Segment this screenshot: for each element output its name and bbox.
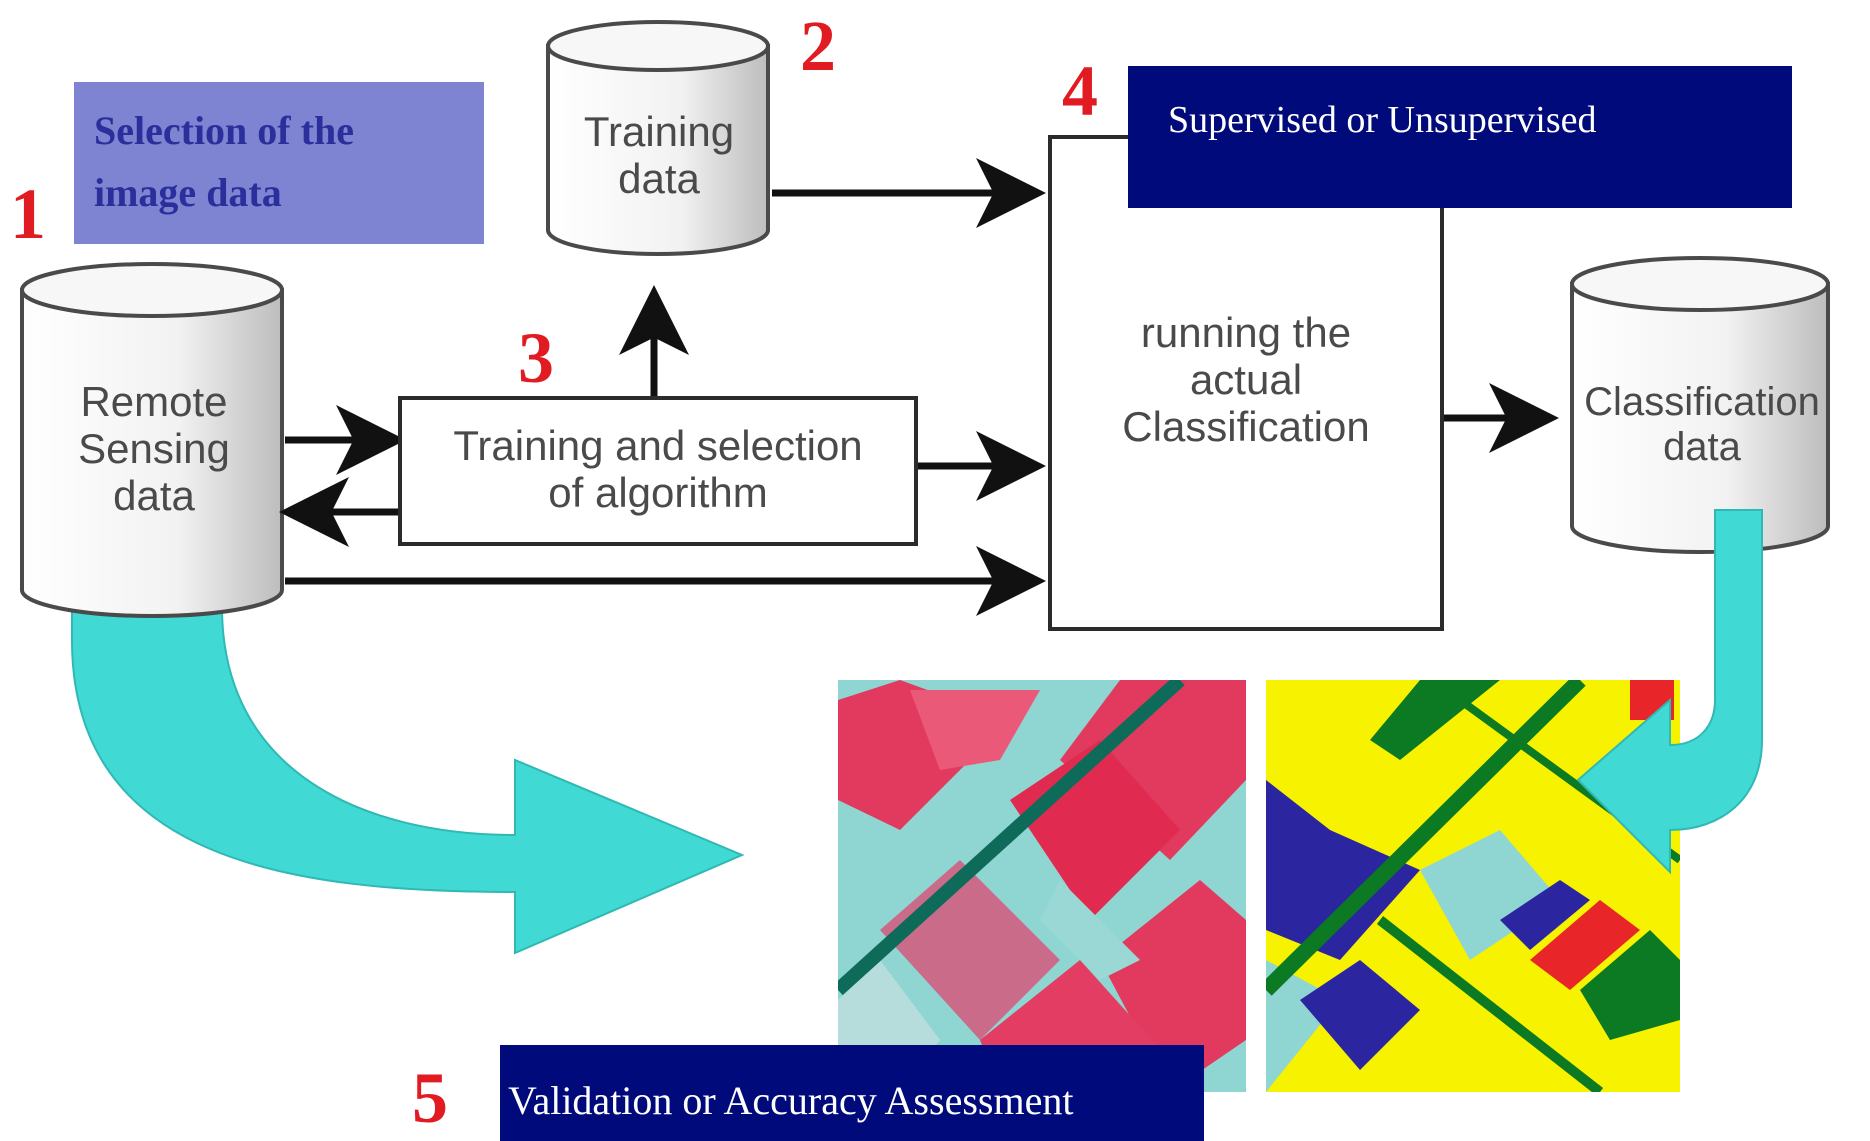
selection-box-line2: image data (94, 170, 282, 215)
validation-flow-arrow-right (1576, 509, 1763, 875)
training-data-label: Training data (556, 108, 762, 202)
classified-image (1266, 680, 1680, 1092)
supervised-banner: Supervised or Unsupervised (1128, 66, 1792, 208)
supervised-banner-text: Supervised or Unsupervised (1168, 99, 1597, 141)
false-color-image (838, 680, 1246, 1092)
classification-process-box: running the actual Classification (1048, 135, 1444, 631)
classification-process-line1: running the (1140, 309, 1352, 356)
remote-sensing-line1: Remote (80, 378, 228, 425)
step-number-4: 4 (1062, 51, 1098, 131)
training-selection-line1: Training and selection (453, 422, 863, 469)
training-selection-box: Training and selection of algorithm (398, 396, 918, 546)
training-data-line1: Training (583, 108, 735, 155)
validation-banner: Validation or Accuracy Assessment (500, 1045, 1204, 1141)
training-data-line2: data (618, 155, 700, 203)
step-number-5: 5 (412, 1058, 448, 1138)
classification-process-line2: actual (1189, 356, 1303, 404)
validation-flow-arrow-left (71, 606, 745, 955)
classification-process-label: running the actual Classification (1052, 309, 1440, 450)
step-number-1: 1 (10, 174, 46, 254)
remote-sensing-line3: data (113, 472, 195, 520)
classification-data-line2: data (1663, 424, 1741, 469)
classification-data-cylinder (1570, 256, 1830, 554)
step-number-3: 3 (518, 318, 554, 398)
remote-sensing-cylinder (20, 262, 284, 618)
training-selection-label: Training and selection of algorithm (402, 422, 914, 516)
step-number-2: 2 (800, 6, 836, 86)
selection-box-line1: Selection of the (94, 108, 354, 153)
classification-data-label: Classification data (1574, 380, 1830, 470)
classification-data-line1: Classification (1584, 380, 1820, 424)
validation-banner-text: Validation or Accuracy Assessment (508, 1078, 1074, 1123)
training-data-cylinder (546, 20, 770, 256)
remote-sensing-line2: Sensing (78, 425, 230, 473)
classification-process-line3: Classification (1122, 403, 1370, 451)
selection-of-image-data-box: Selection of the image data (74, 82, 484, 244)
training-selection-line2: of algorithm (548, 469, 768, 517)
remote-sensing-label: Remote Sensing data (32, 378, 276, 519)
